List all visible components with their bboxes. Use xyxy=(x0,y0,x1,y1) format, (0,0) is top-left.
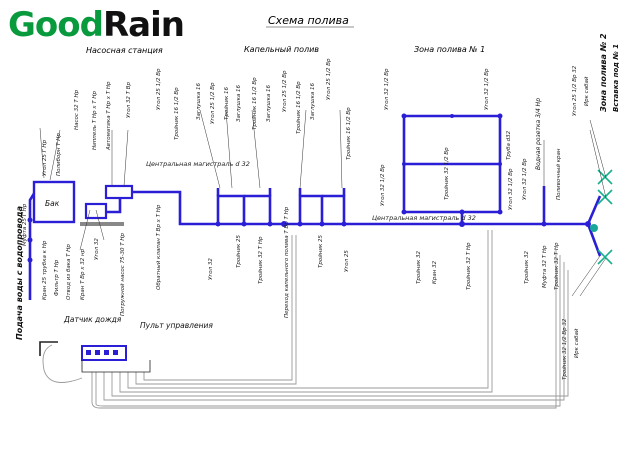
zone2-title: Зона полива № 2 xyxy=(599,33,608,112)
supply-label: Подача воды с водопровода xyxy=(15,206,24,340)
svg-text:Тройник 32 1/2 Вр 32: Тройник 32 1/2 Вр 32 xyxy=(562,318,568,380)
svg-text:Ирк сабай: Ирк сабай xyxy=(574,328,580,358)
svg-text:Кран 25 трубка к Нр: Кран 25 трубка к Нр xyxy=(42,240,48,300)
svg-text:Автоматика Т Нр х Т Нр: Автоматика Т Нр х Т Нр xyxy=(106,81,112,151)
drip-top-labels: Угол 25 1/2 Вр Тройник 16 1/2 Вр Заглушк… xyxy=(156,58,352,160)
pipes xyxy=(28,114,602,300)
svg-text:Угол 25 1/2 Вр: Угол 25 1/2 Вр xyxy=(282,70,288,112)
svg-text:Обратный клапан Т Вр х Т Нр: Обратный клапан Т Вр х Т Нр xyxy=(156,204,162,290)
logo-rain: Rain xyxy=(103,5,184,45)
svg-text:Заглушка 16: Заглушка 16 xyxy=(236,84,242,122)
svg-text:Тройник 25: Тройник 25 xyxy=(318,234,324,268)
svg-text:Тройник 32 Т Нр: Тройник 32 Т Нр xyxy=(466,242,472,290)
svg-text:Заглушка 16: Заглушка 16 xyxy=(310,82,316,120)
trunk-mid-label: Центральная магистраль d 32 xyxy=(372,214,476,222)
svg-text:Тройник 16 1/2 Вр: Тройник 16 1/2 Вр xyxy=(296,81,302,134)
station-labels: Кран 25 трубка к Нр Фильтр Т Нр Отвод из… xyxy=(42,81,162,316)
svg-text:Угол 32 1/2 Вр: Угол 32 1/2 Вр xyxy=(484,68,490,110)
tank xyxy=(32,180,76,224)
svg-text:Насос 32 Т Нр: Насос 32 Т Нр xyxy=(74,89,80,130)
svg-text:Тройник 16 1/2 Вр: Тройник 16 1/2 Вр xyxy=(252,77,258,130)
logo: GoodRain xyxy=(8,5,184,45)
svg-text:Тройник 32 Т Нр: Тройник 32 Т Нр xyxy=(258,236,264,284)
sprinklers xyxy=(597,169,613,265)
svg-text:Тройник 25: Тройник 25 xyxy=(236,234,242,268)
pump-base xyxy=(80,222,124,226)
svg-text:Угол 32 1/2 Вр: Угол 32 1/2 Вр xyxy=(522,158,528,200)
svg-text:Угол 32 1/2 Вр: Угол 32 1/2 Вр xyxy=(380,164,386,206)
water-socket-label: Водная розетка 3/4 Нр xyxy=(535,98,542,170)
svg-text:Погружной насос 75-30 Т Нр: Погружной насос 75-30 Т Нр xyxy=(120,233,126,316)
svg-text:Кран Т Вр х 32 нр: Кран Т Вр х 32 нр xyxy=(80,248,86,300)
svg-text:Тройник 32: Тройник 32 xyxy=(524,250,530,284)
drip-bottom-labels: Угол 32 Тройник 25 Тройник 32 Т Нр Перех… xyxy=(208,206,350,318)
valve-right xyxy=(590,224,598,232)
svg-text:Отвод из бака Т Нр: Отвод из бака Т Нр xyxy=(66,244,72,300)
section-drip: Капельный полив xyxy=(244,45,319,54)
svg-text:Ирк сабай: Ирк сабай xyxy=(584,76,590,106)
pump xyxy=(84,202,108,220)
controller-terminals xyxy=(86,350,118,355)
svg-text:Угол 25 1/2 Вр: Угол 25 1/2 Вр xyxy=(326,58,332,100)
svg-text:Тройник 16 1/2 Вр: Тройник 16 1/2 Вр xyxy=(174,87,180,140)
svg-text:Тройник 16 1/2 Вр: Тройник 16 1/2 Вр xyxy=(346,107,352,160)
svg-text:Кран 32: Кран 32 xyxy=(432,260,438,284)
svg-text:Фильтр Т Нр: Фильтр Т Нр xyxy=(54,259,60,296)
svg-text:Тройник 32: Тройник 32 xyxy=(416,250,422,284)
control-wires xyxy=(42,230,569,409)
svg-text:Муфта 25 Г Нр: Муфта 25 Г Нр xyxy=(22,203,28,246)
svg-text:Заглушка 16: Заглушка 16 xyxy=(266,84,272,122)
zone2-subtitle: Вставка под № 1 xyxy=(612,44,620,112)
left-labels: Подача воды с водопровода Муфта 25 Г Нр … xyxy=(15,133,62,340)
svg-text:Полиборн Т Нр: Полиборн Т Нр xyxy=(56,133,62,176)
svg-text:Угол 32 Т Вр: Угол 32 Т Вр xyxy=(126,82,132,118)
leader-lines xyxy=(39,109,607,297)
svg-text:Угол 25 1/2 Вр 32: Угол 25 1/2 Вр 32 xyxy=(572,65,578,116)
svg-text:Тройник 32 1/2 Вр: Тройник 32 1/2 Вр xyxy=(444,147,450,200)
svg-text:Угол 25: Угол 25 xyxy=(344,250,350,272)
svg-text:Угол 25 1/2 Вр: Угол 25 1/2 Вр xyxy=(210,82,216,124)
zone1-bottom-labels: Тройник 32 Кран 32 Тройник 32 Т Нр xyxy=(416,242,472,290)
svg-text:Заглушка 16: Заглушка 16 xyxy=(196,82,202,120)
svg-text:Угол 32: Угол 32 xyxy=(94,238,100,260)
svg-text:Тройник 32 Т Нр: Тройник 32 Т Нр xyxy=(554,242,560,290)
svg-text:Переход капельного полива Т Вр: Переход капельного полива Т Вр Т Нр xyxy=(284,206,290,318)
section-pump-station: Насосная станция xyxy=(86,46,163,55)
controller-label: Пульт управления xyxy=(140,321,213,330)
page-title: Схема полива xyxy=(268,14,349,27)
svg-text:Угол 25 Г Нр: Угол 25 Г Нр xyxy=(42,139,48,176)
trunk-top-label: Центральная магистраль d 32 xyxy=(146,160,250,168)
fittings xyxy=(27,113,591,263)
filter-unit xyxy=(104,184,134,200)
zone1-labels: Угол 32 1/2 Вр Угол 32 1/2 Вр Труба d32 … xyxy=(380,68,528,210)
shutoff-label: Поливочный кран xyxy=(556,148,562,200)
svg-text:Угол 32: Угол 32 xyxy=(208,258,214,280)
tank-label: Бак xyxy=(45,199,60,208)
rain-sensor xyxy=(39,341,58,356)
svg-text:Угол 32 1/2 Вр: Угол 32 1/2 Вр xyxy=(384,68,390,110)
right-bottom-labels: Тройник 32 Муфта 32 Т Нр Тройник 32 Т Нр xyxy=(524,242,560,290)
svg-text:Угол 25 1/2 Вр: Угол 25 1/2 Вр xyxy=(156,68,162,110)
section-zone1: Зона полива № 1 xyxy=(414,45,485,54)
controller-base xyxy=(81,360,151,373)
svg-text:Угол 32 1/2 Вр: Угол 32 1/2 Вр xyxy=(508,168,514,210)
svg-text:Тройник 16: Тройник 16 xyxy=(224,86,230,120)
svg-text:Ниппель Т Нр х Т Нр: Ниппель Т Нр х Т Нр xyxy=(92,90,98,150)
rain-sensor-label: Датчик дождя xyxy=(63,315,122,324)
svg-text:Труба d32: Труба d32 xyxy=(506,130,512,160)
svg-text:Муфта 32 Т Нр: Муфта 32 Т Нр xyxy=(542,245,548,288)
logo-good: Good xyxy=(8,5,103,45)
